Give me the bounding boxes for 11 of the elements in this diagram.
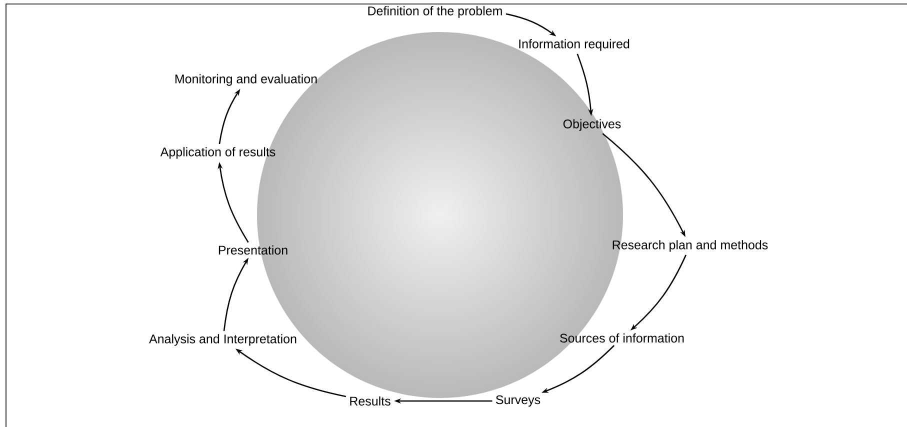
step-label: Application of results	[160, 147, 276, 159]
step-label: Objectives	[563, 119, 621, 131]
step-label: Analysis and Interpretation	[149, 334, 296, 346]
step-label: Research plan and methods	[612, 240, 768, 252]
step-label: Results	[350, 396, 390, 406]
step-label: Sources of information	[560, 333, 684, 343]
step-label: Information required	[519, 39, 630, 51]
step-label: Surveys	[496, 395, 540, 407]
step-label: Definition of the problem	[368, 6, 502, 18]
step-label: Presentation	[218, 245, 288, 255]
step-label: Monitoring and evaluation	[175, 74, 317, 86]
